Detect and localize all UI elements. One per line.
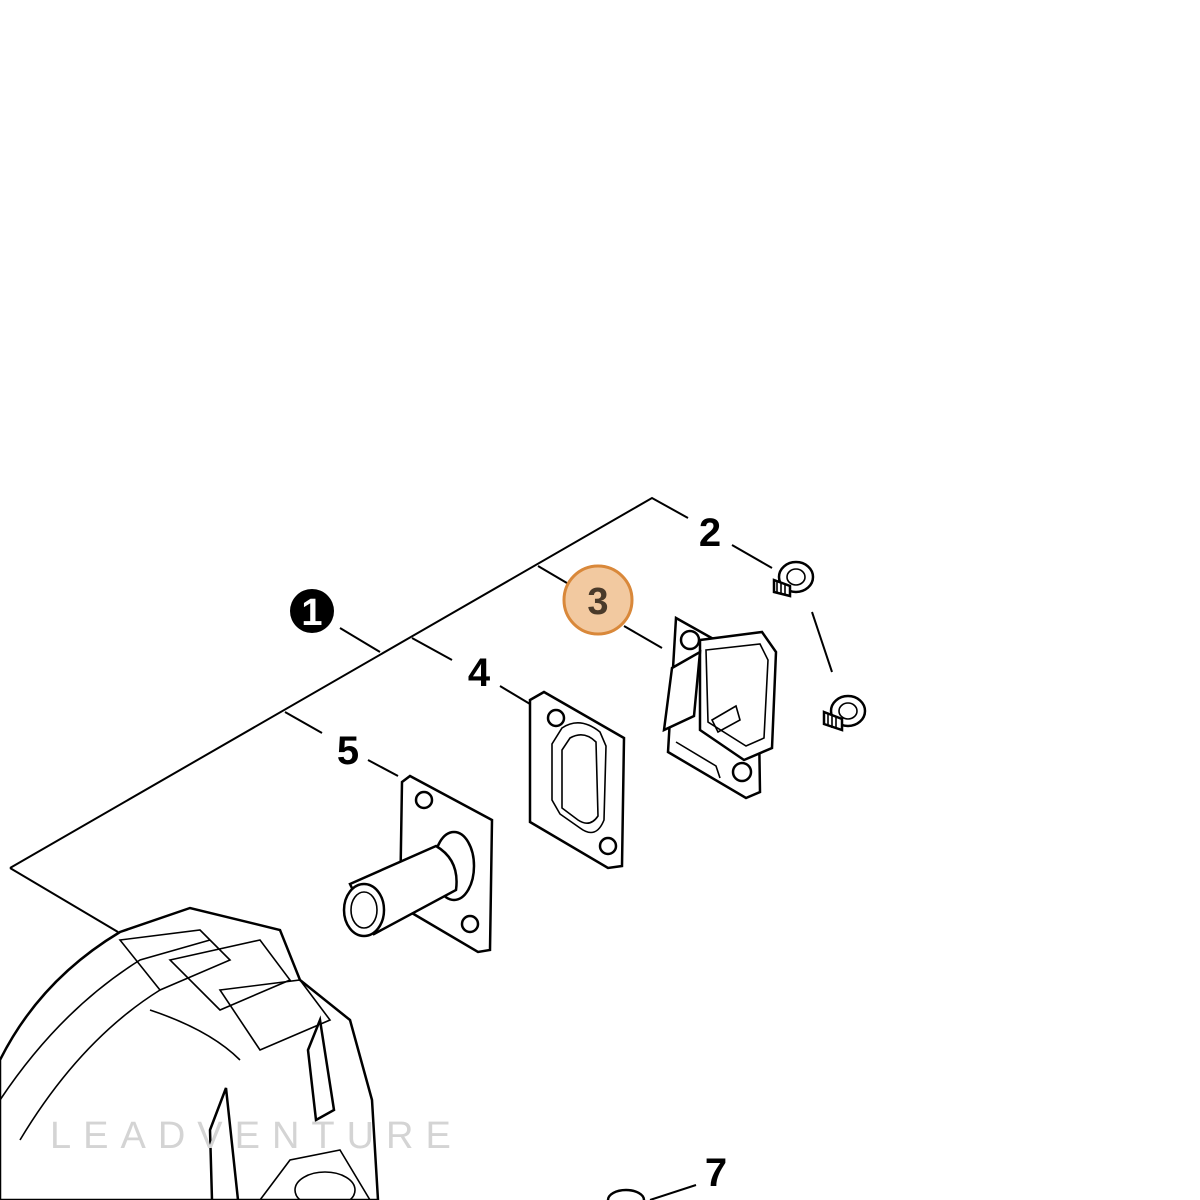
callout-5-label: 5 [337,729,359,773]
screw-upper [772,560,815,598]
callout-7[interactable]: 7 [705,1151,727,1195]
callout-4-label: 4 [468,651,491,695]
screw-lower [822,694,867,732]
callout-2-label: 2 [699,511,721,555]
callout-5[interactable]: 5 [337,729,359,773]
callout-7-label: 7 [705,1151,727,1195]
part-7-partial [606,1188,646,1200]
callout-3-label: 3 [587,581,608,623]
callout-1[interactable]: 1 [290,589,334,634]
watermark-text: LEADVENTURE [50,1115,463,1157]
callout-3[interactable]: 3 [562,564,634,636]
callout-4[interactable]: 4 [468,651,491,695]
callout-2[interactable]: 2 [699,511,721,555]
muffler-body [0,906,380,1200]
callout-1-label: 1 [301,592,322,634]
gasket-part [528,690,626,870]
assembly-bracket [9,496,833,1200]
flange-pipe-part [342,774,494,954]
housing-part [662,615,778,800]
